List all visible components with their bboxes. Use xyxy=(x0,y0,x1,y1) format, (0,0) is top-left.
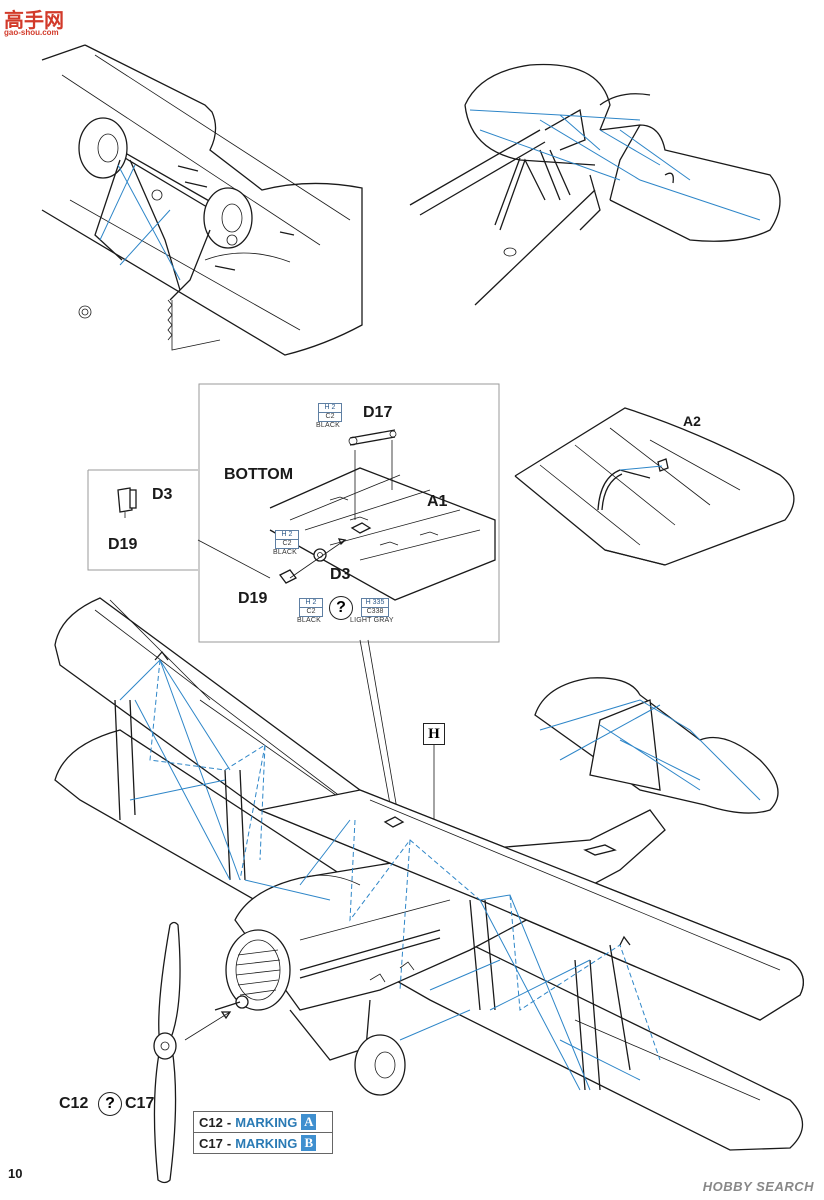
label-a2: A2 xyxy=(683,413,701,429)
inset-leader-line xyxy=(197,539,271,579)
tailplane-detail xyxy=(409,63,781,306)
marking-dash: - xyxy=(226,1135,232,1151)
undercarriage-detail xyxy=(41,44,363,356)
step-h-marker: H xyxy=(423,723,445,745)
label-c12: C12 xyxy=(59,1095,89,1112)
paint-caption-d19: BLACK xyxy=(297,617,321,624)
marking-dash: - xyxy=(226,1114,232,1130)
propeller-part xyxy=(153,921,232,1184)
marking-row-b: C17 - MARKING B xyxy=(194,1133,332,1153)
page-number: 10 xyxy=(8,1166,23,1181)
label-a1: A1 xyxy=(427,493,448,510)
marking-code: C12 xyxy=(199,1114,223,1130)
inset-pointer-lines xyxy=(359,639,399,816)
label-bottom: BOTTOM xyxy=(224,466,294,483)
biplane-assembly xyxy=(54,597,804,1151)
label-d19: D19 xyxy=(238,590,268,607)
label-d19-inset: D19 xyxy=(108,536,138,553)
label-d17: D17 xyxy=(363,404,393,421)
marking-label: MARKING xyxy=(235,1135,298,1151)
watermark-logo: 高手网 xyxy=(4,8,64,32)
d19-inset-frame xyxy=(87,469,198,571)
watermark-url: gao-shou.com xyxy=(4,28,59,37)
marking-legend: C12 - MARKING A C17 - MARKING B xyxy=(193,1111,333,1154)
option-question-icon: ? xyxy=(329,596,353,620)
marking-label: MARKING xyxy=(235,1114,298,1130)
label-d3: D3 xyxy=(330,566,351,583)
a2-wing-detail xyxy=(514,407,795,566)
paint-caption-d17: BLACK xyxy=(316,422,340,429)
watermark-hobbysearch: HOBBY SEARCH xyxy=(702,1179,814,1194)
label-d3-inset: D3 xyxy=(152,486,173,503)
marking-code: C17 xyxy=(199,1135,223,1151)
paint-caption-alt: LIGHT GRAY xyxy=(350,617,394,624)
marking-row-a: C12 - MARKING A xyxy=(194,1112,332,1133)
d19-inset-part xyxy=(117,487,137,518)
choice-question-icon: ? xyxy=(98,1092,122,1116)
bottom-view-inset xyxy=(269,429,496,601)
paint-caption-d3: BLACK xyxy=(273,549,297,556)
label-c17: C17 xyxy=(125,1095,155,1112)
marking-letter-badge: B xyxy=(301,1135,317,1151)
marking-letter-badge: A xyxy=(301,1114,317,1130)
